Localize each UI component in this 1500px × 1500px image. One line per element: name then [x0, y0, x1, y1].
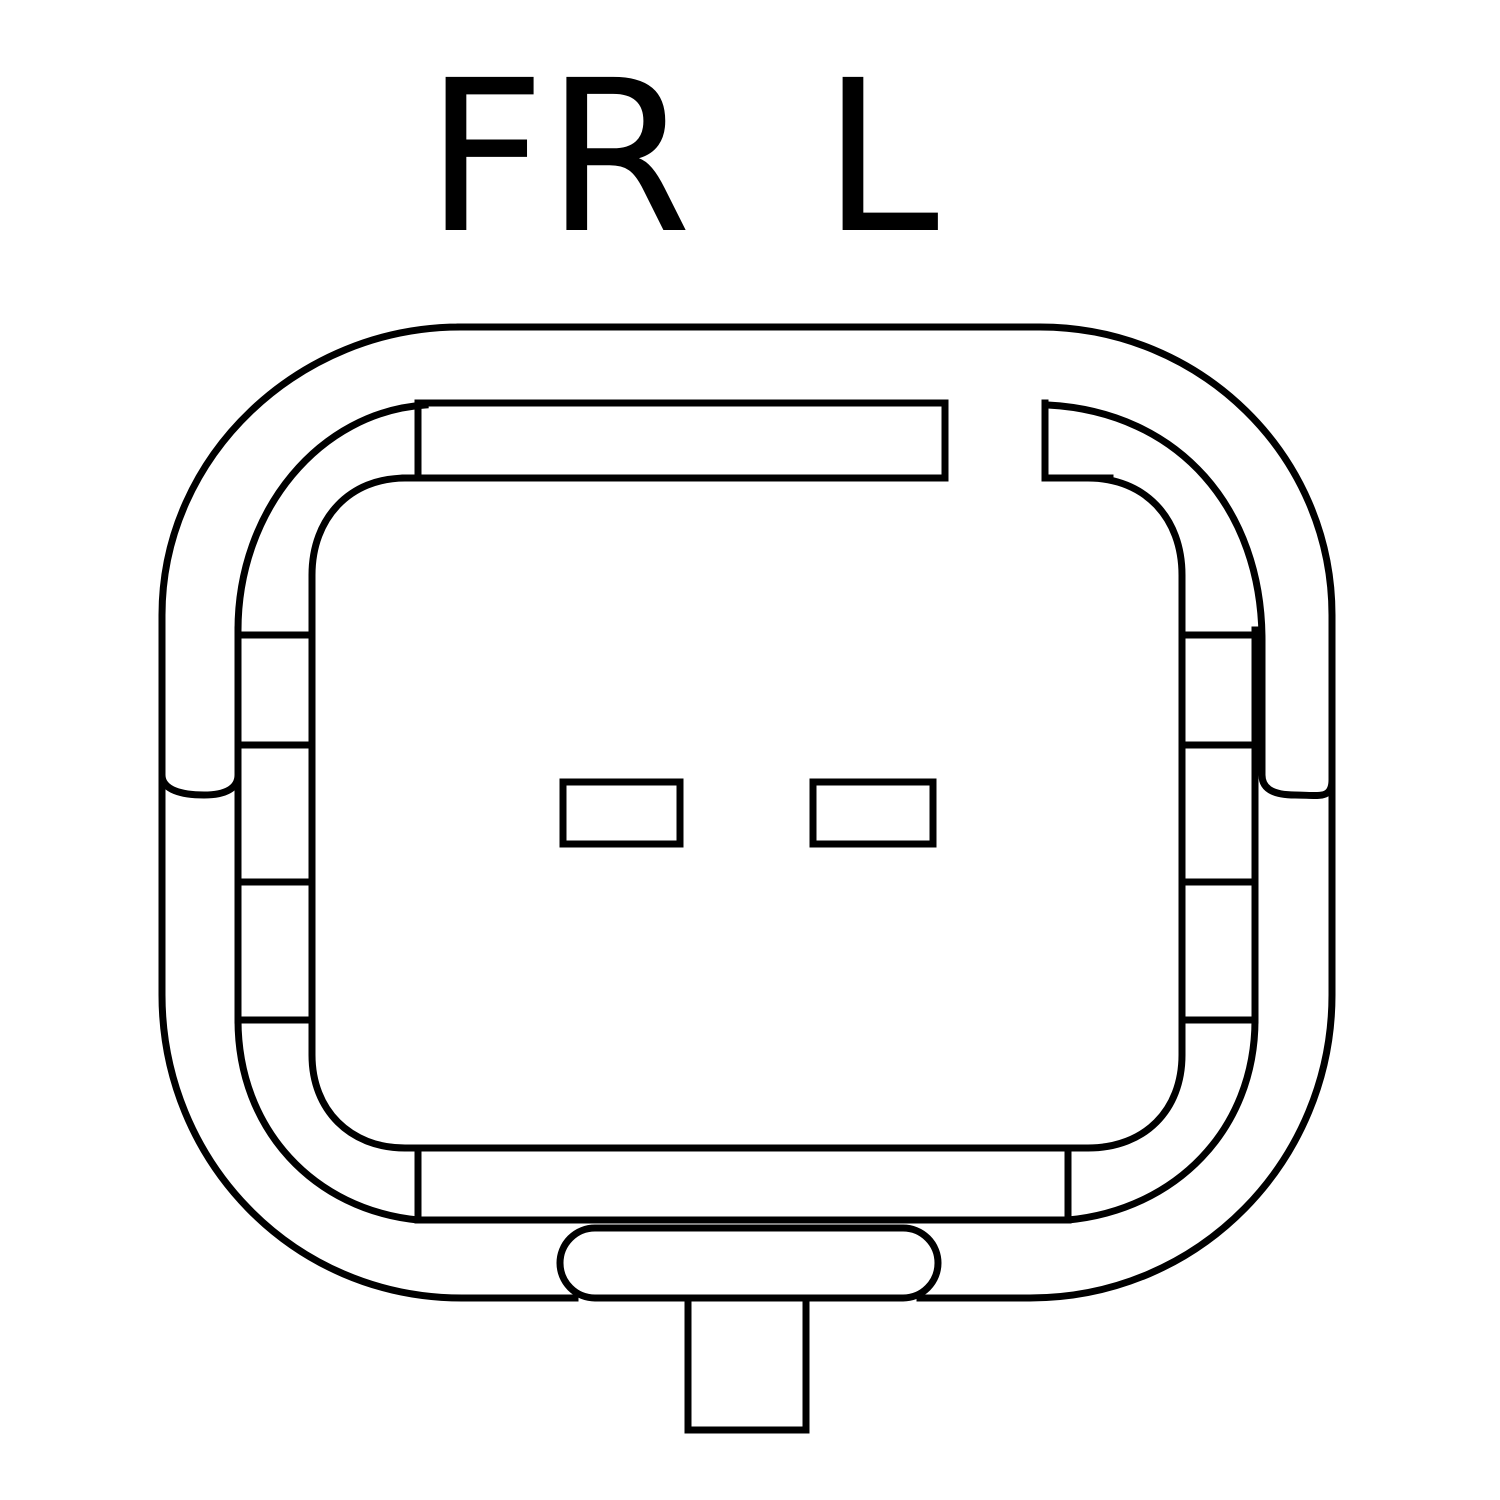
top-keyway-slot: [401, 399, 949, 482]
bottom-keyway: [414, 1144, 1072, 1224]
terminal-pin-l: [809, 778, 937, 848]
outer-housing-bottom: [158, 626, 1336, 1302]
terminal-cavity: [308, 474, 1186, 1152]
terminal-pin-fr: [559, 778, 684, 848]
inner-housing-wall: [234, 626, 1259, 1224]
pin-label-l: L: [822, 35, 939, 280]
bottom-stem: [684, 1296, 810, 1434]
pin-label-fr: FR: [425, 35, 692, 280]
outer-housing-outline: [158, 323, 1336, 800]
bottom-lock-tab: [556, 1224, 942, 1302]
left-latch-ribs: [234, 631, 316, 1024]
right-latch-ribs: [1178, 631, 1259, 1024]
